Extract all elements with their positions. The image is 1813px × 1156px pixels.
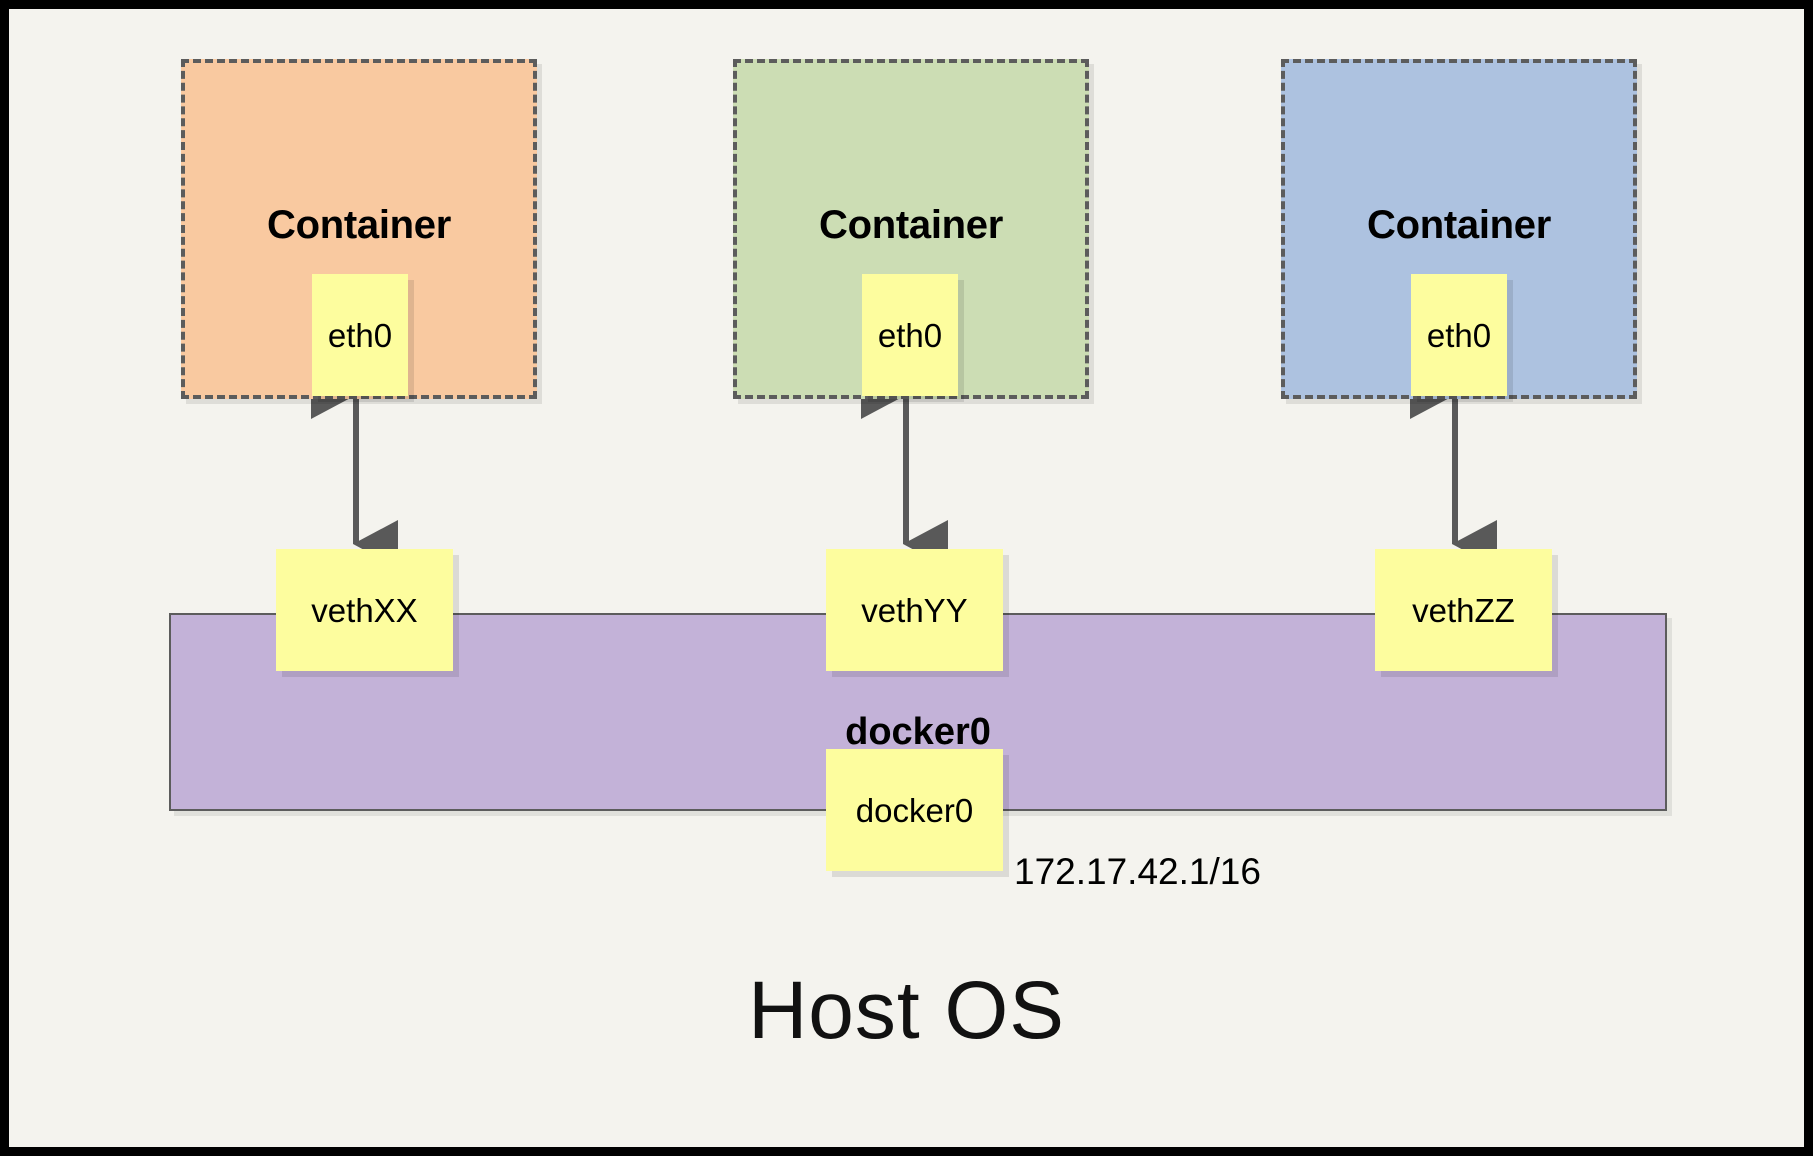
docker0-interface-label: docker0 bbox=[855, 791, 974, 829]
eth0-box-3[interactable]: eth0 bbox=[1411, 274, 1507, 396]
eth0-label-3: eth0 bbox=[1426, 316, 1492, 354]
container-title-1: Container bbox=[267, 203, 451, 247]
container-title-2: Container bbox=[819, 203, 1003, 247]
eth0-label-1: eth0 bbox=[327, 316, 393, 354]
vethyy-label: vethYY bbox=[861, 591, 968, 629]
diagram-canvas: Container Container Container eth0 eth0 … bbox=[9, 9, 1804, 1147]
vethxx-label: vethXX bbox=[311, 591, 418, 629]
vethxx-box[interactable]: vethXX bbox=[276, 549, 453, 671]
vethyy-box[interactable]: vethYY bbox=[826, 549, 1003, 671]
host-os-label: Host OS bbox=[748, 965, 1065, 1056]
container-title-3: Container bbox=[1367, 203, 1551, 247]
vethzz-label: vethZZ bbox=[1412, 591, 1515, 629]
docker0-ip-label: 172.17.42.1/16 bbox=[1014, 851, 1261, 892]
vethzz-box[interactable]: vethZZ bbox=[1375, 549, 1552, 671]
container-box-1[interactable]: Container bbox=[181, 59, 537, 399]
docker0-bridge-label: docker0 bbox=[845, 711, 991, 753]
eth0-box-2[interactable]: eth0 bbox=[862, 274, 958, 396]
docker0-interface-box[interactable]: docker0 bbox=[826, 749, 1003, 871]
eth0-label-2: eth0 bbox=[877, 316, 943, 354]
eth0-box-1[interactable]: eth0 bbox=[312, 274, 408, 396]
